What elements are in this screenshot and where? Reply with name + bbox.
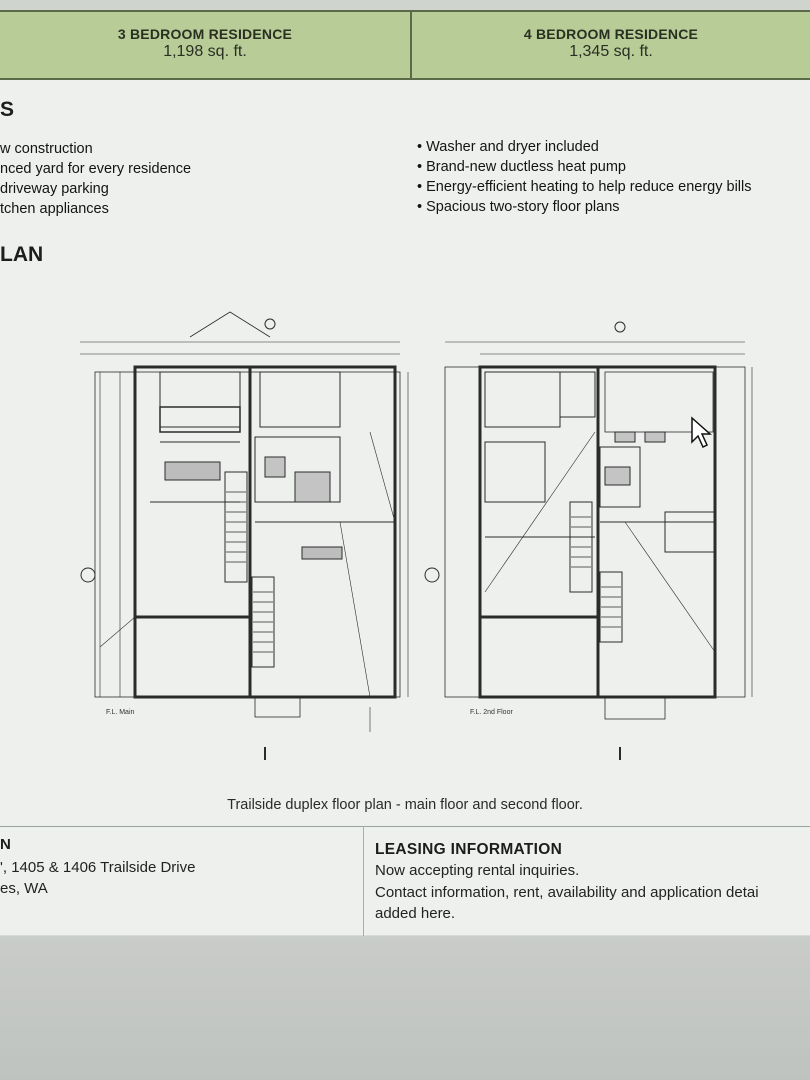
leasing-line: Contact information, rent, availability …: [375, 884, 759, 901]
location-address: ', 1405 & 1406 Trailside Drive: [0, 859, 196, 876]
feature-item: • Brand-new ductless heat pump: [417, 159, 626, 175]
four-bedroom-header: 4 BEDROOM RESIDENCE 1,345 sq. ft.: [412, 12, 810, 78]
floor-plan-drawing: F.L. Main: [80, 311, 753, 760]
floor-plan-heading: LAN: [0, 243, 44, 266]
three-bedroom-header: 3 BEDROOM RESIDENCE 1,198 sq. ft.: [0, 12, 412, 78]
second-floor-plan: F.L. 2nd Floor: [424, 321, 753, 760]
main-floor-label: F.L. Main: [106, 709, 135, 716]
top-strip: [0, 0, 810, 10]
feature-item: • Energy-efficient heating to help reduc…: [417, 179, 752, 195]
features-list-right: • Washer and dryer included • Brand-new …: [417, 137, 751, 217]
three-bedroom-title: 3 BEDROOM RESIDENCE: [117, 26, 293, 42]
feature-item: • Spacious two-story floor plans: [417, 199, 620, 215]
features-heading: S: [0, 98, 15, 121]
monitor-bezel: [0, 936, 810, 1080]
info-divider: [363, 826, 364, 936]
feature-item: driveway parking: [0, 181, 109, 197]
feature-item: • Washer and dryer included: [417, 139, 599, 155]
second-floor-label: F.L. 2nd Floor: [470, 709, 513, 716]
location-city: es, WA: [0, 880, 48, 897]
feature-item: w construction: [0, 141, 93, 157]
feature-item: nced yard for every residence: [0, 161, 192, 177]
info-panel: [0, 826, 810, 937]
leasing-line: Now accepting rental inquiries.: [375, 862, 580, 879]
location-heading: N: [0, 836, 11, 853]
four-bedroom-area: 1,345 sq. ft.: [569, 43, 653, 60]
leasing-line: added here.: [375, 905, 456, 922]
leasing-heading: LEASING INFORMATION: [375, 841, 563, 858]
main-floor-plan: F.L. Main: [80, 311, 409, 760]
three-bedroom-area: 1,198 sq. ft.: [163, 43, 247, 60]
four-bedroom-title: 4 BEDROOM RESIDENCE: [523, 26, 699, 42]
residence-header: 3 BEDROOM RESIDENCE 1,198 sq. ft. 4 BEDR…: [0, 10, 810, 80]
features-list-left: w construction nced yard for every resid…: [0, 139, 191, 219]
mouse-cursor-icon: [691, 416, 712, 449]
floor-plan-caption: Trailside duplex floor plan - main floor…: [227, 797, 583, 813]
feature-item: tchen appliances: [0, 201, 109, 217]
